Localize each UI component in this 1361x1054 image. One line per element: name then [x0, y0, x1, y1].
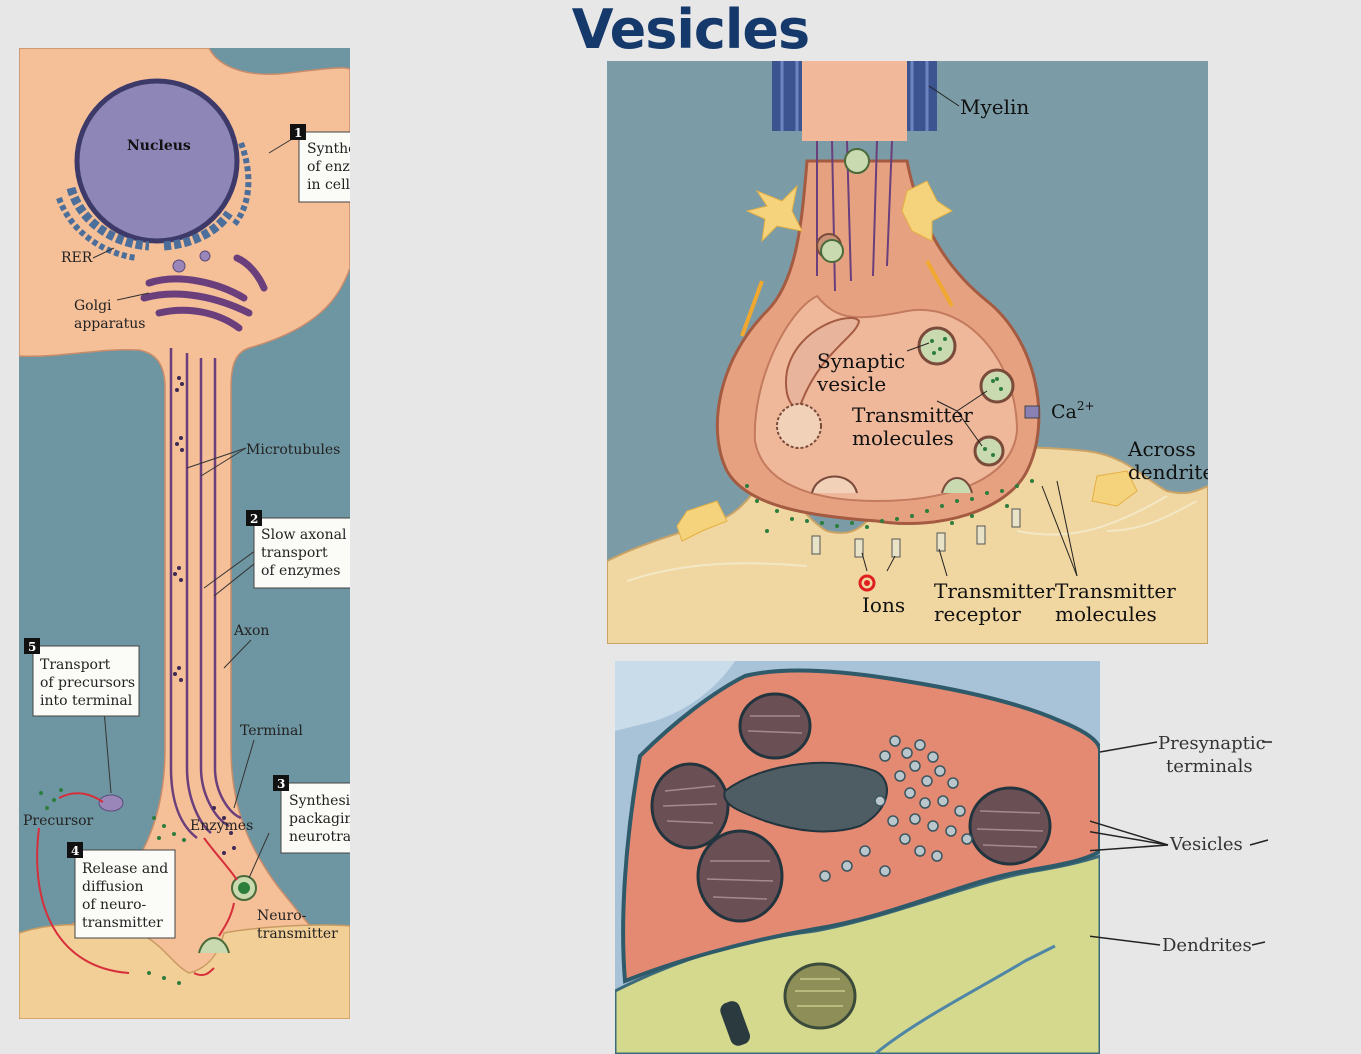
step-1-callout: 1 Synthesis of enzymes in cell body	[290, 124, 350, 203]
ion-marker	[858, 574, 876, 592]
mitochondria	[650, 692, 1052, 923]
microtubules	[169, 348, 242, 839]
receptor-label-line1: Transmitter	[934, 579, 1055, 603]
myelin-lamellae	[780, 61, 929, 131]
step-4-line: transmitter	[82, 915, 163, 931]
step-1-line: of enzymes	[307, 159, 350, 175]
vesicles-label: Vesicles	[1170, 834, 1243, 855]
synaptic-vesicle-label-line2: vesicle	[816, 372, 886, 396]
neuron-cytoplasm	[19, 48, 350, 1019]
organelle-cluster	[723, 761, 888, 833]
flow-arrows	[626, 495, 1198, 582]
rer-membrane-right	[163, 210, 233, 251]
step-5-line: Transport	[40, 657, 111, 673]
synaptic-vesicles	[776, 326, 1015, 494]
precursor-transporter	[98, 794, 124, 812]
step-1-number: 1	[294, 126, 302, 140]
calcium-influx-bursts	[676, 180, 1138, 542]
rer-membrane-left	[66, 186, 150, 251]
step-5-line: into terminal	[40, 693, 133, 709]
calcium-label: Ca2+	[1051, 399, 1095, 423]
extracellular-region	[615, 661, 735, 731]
nucleus-label: Nucleus	[127, 138, 191, 154]
vesicle-content	[238, 882, 250, 894]
electron-micrograph	[615, 661, 1100, 1054]
terminal-label: Terminal	[240, 723, 303, 739]
step-1-line: in cell body	[307, 177, 350, 193]
axon-label: Axon	[233, 623, 269, 639]
step-2-line: of enzymes	[261, 563, 340, 579]
micrograph-leader-lines	[1090, 741, 1272, 946]
ions-label: Ions	[862, 593, 905, 617]
molecules-label-line1: Transmitter	[1055, 579, 1176, 603]
orange-arrows	[740, 260, 954, 337]
ion-marker-dot	[864, 580, 870, 586]
page-title: Vesicles	[571, 0, 810, 61]
step-3-line: Synthesis and	[289, 793, 350, 809]
step-5-callout: 5 Transport of precursors into terminal	[24, 638, 140, 717]
receptor-label-line2: receptor	[934, 602, 1021, 626]
step-5-number: 5	[28, 640, 36, 654]
golgi-apparatus	[140, 254, 268, 332]
dendrite-cristae	[795, 978, 845, 1007]
precursor-particles	[39, 788, 186, 985]
step-3-line: neurotransmitter	[289, 829, 350, 845]
step-4-callout: 4 Release and diffusion of neuro- transm…	[67, 842, 176, 939]
mitochondrial-cristae	[662, 715, 1044, 900]
enzyme-particles	[173, 376, 236, 855]
dendrites-label: Dendrites	[1162, 935, 1252, 956]
step-4-line: Release and	[82, 861, 168, 877]
step-2-number: 2	[250, 512, 258, 526]
fusing-vesicle	[198, 937, 230, 954]
vesicle-bud	[172, 259, 186, 273]
step-4-line: of neuro-	[82, 897, 147, 913]
step-3-callout: 3 Synthesis and packaging of neurotransm…	[273, 775, 350, 854]
rer-membrane-outer	[56, 196, 138, 261]
dendrite-microtubule	[874, 944, 1056, 1054]
transmitter-receptors	[811, 508, 1021, 558]
nucleus	[74, 78, 240, 244]
presynaptic-label-line2: terminals	[1166, 756, 1253, 777]
neurotransmitter-label-line2: transmitter	[257, 926, 338, 942]
axon-vesicle	[844, 148, 870, 174]
transmitter-molecules-label-line2: molecules	[852, 426, 954, 450]
step-2-line: Slow axonal	[261, 527, 347, 543]
step-4-number: 4	[71, 844, 79, 858]
enzymes-label: Enzymes	[190, 818, 253, 834]
synapse-leader-lines	[861, 85, 1078, 577]
vesicle-bud	[199, 250, 211, 262]
myelin-label: Myelin	[960, 95, 1029, 119]
rer-label: RER	[61, 250, 93, 266]
rer-membrane-side	[230, 141, 252, 228]
step-2-callout: 2 Slow axonal transport of enzymes	[246, 510, 350, 589]
step-4-line: diffusion	[82, 879, 144, 895]
precursor-label: Precursor	[23, 813, 94, 829]
molecules-label-line2: molecules	[1055, 602, 1157, 626]
neurotransmitter-label-line1: Neuro-	[257, 908, 307, 924]
step-3-line: packaging of	[289, 811, 350, 827]
neuron-transport-diagram: Nucleus RER Golgi apparatus Microtubules…	[19, 48, 350, 1019]
microtubules-label: Microtubules	[246, 442, 340, 458]
axon-vesicle	[820, 239, 844, 263]
calcium-channel	[1024, 405, 1040, 419]
across-dendrite-label-line1: Across	[1127, 437, 1196, 461]
step-1-line: Synthesis	[307, 141, 350, 157]
dendrite-organelle	[720, 1001, 751, 1046]
dendrite-mitochondrion	[783, 962, 857, 1030]
synaptic-vesicle-label-line1: Synaptic	[817, 349, 905, 373]
transport-arrows	[36, 792, 238, 977]
presynaptic-label-line1: Presynaptic	[1158, 733, 1266, 754]
golgi-label-line1: Golgi	[74, 298, 112, 314]
step-5-line: of precursors	[40, 675, 135, 691]
em-vesicles	[819, 735, 973, 882]
transmitter-molecules	[745, 337, 1034, 533]
axon-core	[802, 61, 907, 141]
step-2-line: transport	[261, 545, 328, 561]
step-3-number: 3	[277, 777, 285, 791]
golgi-label-line2: apparatus	[74, 316, 145, 332]
synapse-diagram: Myelin Synaptic vesicle Transmitter mole…	[607, 61, 1208, 644]
across-dendrite-label-line2: dendrite	[1128, 460, 1208, 484]
transmitter-molecules-label-line1: Transmitter	[852, 403, 973, 427]
